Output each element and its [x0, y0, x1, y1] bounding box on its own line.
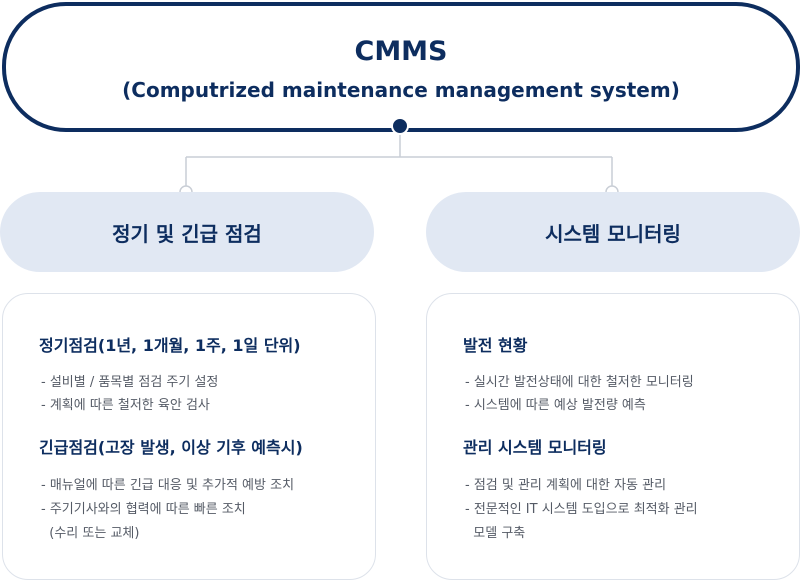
list-item: - 매뉴얼에 따른 긴급 대응 및 추가적 예방 조치	[41, 478, 295, 493]
power-status-heading: 발전 현황	[463, 336, 528, 355]
inspection-card: 정기점검(1년, 1개월, 1주, 1일 단위) - 설비별 / 품목별 점검 …	[2, 293, 376, 580]
list-item: - 설비별 / 품목별 점검 주기 설정	[41, 375, 219, 390]
list-item: - 실시간 발전상태에 대한 철저한 모니터링	[465, 375, 694, 390]
list-item: - 시스템에 따른 예상 발전량 예측	[465, 398, 646, 413]
cmms-subtitle: (Computrized maintenance management syst…	[122, 78, 680, 102]
monitoring-card: 발전 현황 - 실시간 발전상태에 대한 철저한 모니터링 - 시스템에 따른 …	[426, 293, 800, 580]
list-item: - 점검 및 관리 계획에 대한 자동 관리	[465, 478, 667, 493]
system-monitoring-pill: 시스템 모니터링	[426, 192, 800, 272]
regular-emergency-inspection-pill: 정기 및 긴급 점검	[0, 192, 374, 272]
list-item: 모델 구축	[465, 526, 526, 541]
cmms-box: CMMS (Computrized maintenance management…	[2, 2, 800, 132]
list-item: - 주기기사와의 협력에 따른 빠른 조치	[41, 502, 246, 517]
list-item: - 전문적인 IT 시스템 도입으로 최적화 관리	[465, 502, 698, 517]
cmms-title: CMMS	[354, 36, 448, 67]
list-item: - 계획에 따른 철저한 육안 검사	[41, 398, 210, 413]
management-monitoring-heading: 관리 시스템 모니터링	[463, 438, 607, 457]
emergency-inspection-heading: 긴급점검(고장 발생, 이상 기후 예측시)	[39, 438, 303, 457]
regular-inspection-heading: 정기점검(1년, 1개월, 1주, 1일 단위)	[39, 336, 301, 355]
list-item: (수리 또는 교체)	[41, 526, 140, 541]
